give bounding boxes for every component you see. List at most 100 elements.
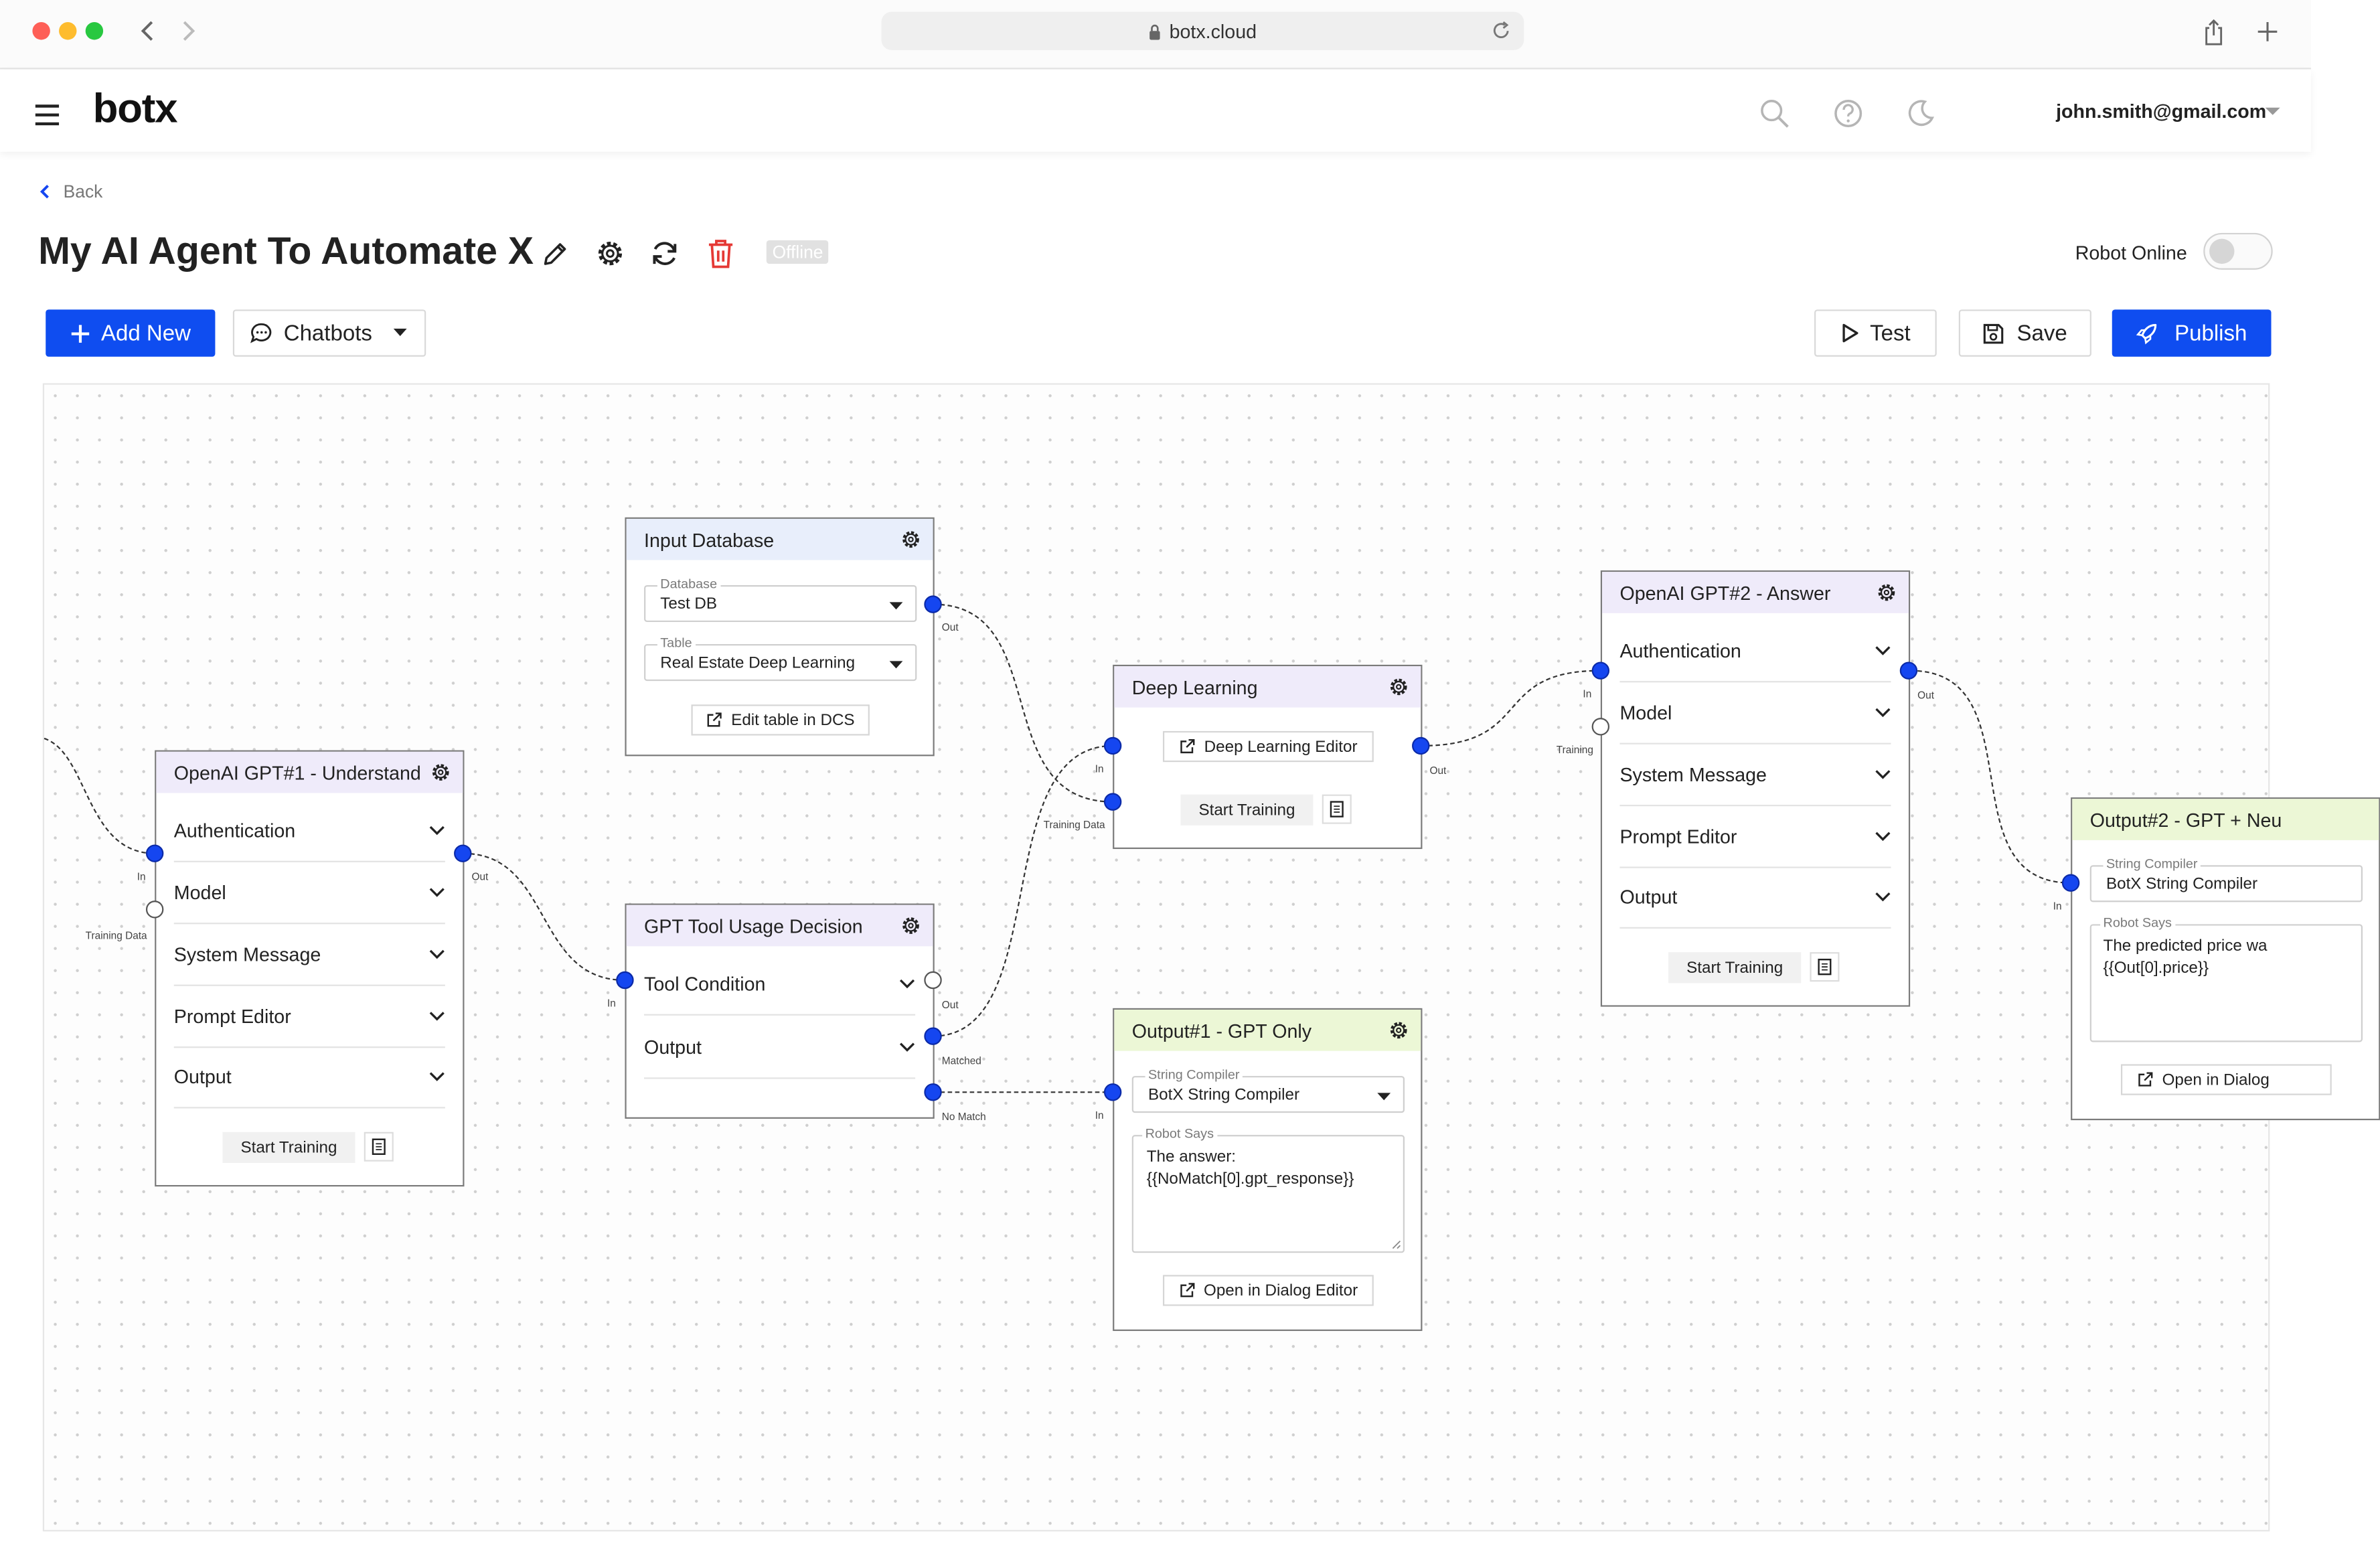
delete-icon[interactable] <box>706 237 736 269</box>
section-system-message[interactable]: System Message <box>1619 744 1891 807</box>
publish-button[interactable]: Publish <box>2112 309 2272 357</box>
wire-database-out-to-dl-training <box>933 603 1113 803</box>
node-header[interactable]: OpenAI GPT#1 - Understand <box>156 751 463 793</box>
node-output1-gpt-only[interactable]: Output#1 - GPT Only String Compiler BotX… <box>1113 1008 1423 1331</box>
node-settings-icon[interactable] <box>1389 676 1409 697</box>
table-label: Table <box>657 635 696 650</box>
section-model[interactable]: Model <box>1619 682 1891 744</box>
section-authentication[interactable]: Authentication <box>1619 621 1891 683</box>
test-button[interactable]: Test <box>1814 309 1937 357</box>
browser-forward-icon[interactable] <box>180 19 197 43</box>
deep-learning-out-port[interactable] <box>1412 736 1430 755</box>
robot-online-toggle[interactable] <box>2203 232 2273 270</box>
node-header[interactable]: Output#2 - GPT + Neu <box>2072 799 2379 840</box>
training-log-button[interactable] <box>364 1131 394 1162</box>
robot-says-textarea[interactable]: Robot Says The predicted price wa {{Out[… <box>2089 915 2363 1042</box>
node-input-database[interactable]: Input Database Database Test DB Table Re… <box>625 517 935 757</box>
section-prompt-editor[interactable]: Prompt Editor <box>1619 806 1891 868</box>
open-dialog-editor-button[interactable]: Open in Dialog Editor <box>1162 1275 1374 1306</box>
node-output2-gpt-neural[interactable]: Output#2 - GPT + Neu String Compiler Bot… <box>2071 797 2380 1121</box>
help-icon[interactable] <box>1832 97 1864 129</box>
section-system-message[interactable]: System Message <box>173 924 445 986</box>
training-log-button[interactable] <box>1322 794 1352 824</box>
section-output[interactable]: Output <box>1619 866 1891 929</box>
node-header[interactable]: Input Database <box>626 518 933 560</box>
node-gpt1-understand[interactable]: OpenAI GPT#1 - Understand Authentication… <box>155 750 465 1187</box>
input-database-out-port[interactable] <box>924 595 942 613</box>
edit-icon[interactable] <box>541 239 570 268</box>
deep-learning-editor-button[interactable]: Deep Learning Editor <box>1162 730 1374 763</box>
robot-says-textarea[interactable]: Robot Says The answer: {{NoMatch[0].gpt_… <box>1131 1125 1405 1253</box>
start-training-button[interactable]: Start Training <box>1668 952 1802 984</box>
database-label: Database <box>657 576 720 591</box>
table-select[interactable]: Table Real Estate Deep Learning <box>644 635 917 682</box>
resize-handle-icon[interactable] <box>1391 1239 1401 1249</box>
save-button[interactable]: Save <box>1958 309 2091 357</box>
refresh-icon[interactable] <box>649 237 681 269</box>
test-label: Test <box>1870 320 1911 346</box>
decision-in-port[interactable] <box>616 971 634 990</box>
node-header[interactable]: Output#1 - GPT Only <box>1114 1010 1421 1051</box>
settings-icon[interactable] <box>594 237 626 269</box>
gpt2-training-port[interactable] <box>1591 718 1610 736</box>
section-output[interactable]: Output <box>644 1017 916 1079</box>
node-settings-icon[interactable] <box>1877 582 1897 603</box>
node-settings-icon[interactable] <box>430 762 451 783</box>
deep-learning-training-port[interactable] <box>1103 793 1122 811</box>
robot-says-line: {{NoMatch[0].gpt_response}} <box>1146 1170 1354 1188</box>
user-email[interactable]: john.smith@gmail.com <box>2056 100 2267 123</box>
gpt1-training-port[interactable] <box>145 900 164 919</box>
browser-back-icon[interactable] <box>139 19 156 43</box>
window-close-button[interactable] <box>32 22 50 40</box>
reload-icon[interactable] <box>1492 21 1512 42</box>
add-new-button[interactable]: Add New <box>46 309 216 357</box>
node-header[interactable]: GPT Tool Usage Decision <box>626 905 933 947</box>
decision-matched-port[interactable] <box>924 1027 942 1045</box>
node-header[interactable]: OpenAI GPT#2 - Answer <box>1602 572 1909 613</box>
address-bar[interactable]: botx.cloud <box>881 11 1524 50</box>
window-minimize-button[interactable] <box>59 22 77 40</box>
wire-matched-to-dl-in <box>933 744 1113 1037</box>
gpt1-out-port[interactable] <box>454 844 472 862</box>
dark-mode-icon[interactable] <box>1904 97 1936 129</box>
window-zoom-button[interactable] <box>85 22 104 40</box>
output1-in-port[interactable] <box>1103 1083 1122 1101</box>
gpt2-in-port[interactable] <box>1591 661 1610 680</box>
menu-icon[interactable] <box>34 103 61 127</box>
start-training-button[interactable]: Start Training <box>1180 794 1314 826</box>
share-icon[interactable] <box>2202 17 2225 47</box>
section-output[interactable]: Output <box>173 1046 445 1109</box>
edit-table-button[interactable]: Edit table in DCS <box>691 704 870 736</box>
gpt1-in-port[interactable] <box>145 844 164 862</box>
node-settings-icon[interactable] <box>900 915 921 936</box>
database-select[interactable]: Database Test DB <box>644 576 917 623</box>
gpt2-out-port[interactable] <box>1899 661 1918 680</box>
decision-no-match-port[interactable] <box>924 1083 942 1101</box>
string-compiler-select[interactable]: String Compiler BotX String Compiler <box>2089 856 2363 903</box>
plus-icon <box>70 324 89 342</box>
output2-in-port[interactable] <box>2061 874 2080 892</box>
node-deep-learning[interactable]: Deep Learning Deep Learning Editor Start… <box>1113 664 1423 850</box>
node-gpt-tool-usage-decision[interactable]: GPT Tool Usage Decision Tool Condition O… <box>625 903 935 1119</box>
string-compiler-select[interactable]: String Compiler BotX String Compiler <box>1131 1067 1405 1113</box>
node-settings-icon[interactable] <box>900 529 921 550</box>
decision-out-port[interactable] <box>924 971 942 990</box>
start-training-button[interactable]: Start Training <box>222 1131 355 1163</box>
deep-learning-in-port[interactable] <box>1103 736 1122 755</box>
training-log-button[interactable] <box>1810 952 1840 982</box>
section-authentication[interactable]: Authentication <box>173 800 445 862</box>
open-dialog-editor-button[interactable]: Open in Dialog <box>2120 1064 2332 1095</box>
back-link[interactable]: Back <box>39 181 102 202</box>
node-gpt2-answer[interactable]: OpenAI GPT#2 - Answer Authentication Mod… <box>1600 570 1911 1007</box>
node-settings-icon[interactable] <box>1389 1020 1409 1040</box>
node-header[interactable]: Deep Learning <box>1114 666 1421 708</box>
new-tab-icon[interactable] <box>2256 21 2278 43</box>
user-menu-caret-icon[interactable] <box>2264 106 2282 119</box>
section-prompt-editor[interactable]: Prompt Editor <box>173 986 445 1048</box>
search-icon[interactable] <box>1758 97 1790 129</box>
section-tool-condition[interactable]: Tool Condition <box>644 953 916 1016</box>
section-model[interactable]: Model <box>173 862 445 925</box>
chatbots-dropdown[interactable]: Chatbots <box>232 309 426 357</box>
flow-canvas[interactable]: OpenAI GPT#1 - Understand Authentication… <box>42 383 2380 1532</box>
section-label: Prompt Editor <box>173 1005 291 1028</box>
